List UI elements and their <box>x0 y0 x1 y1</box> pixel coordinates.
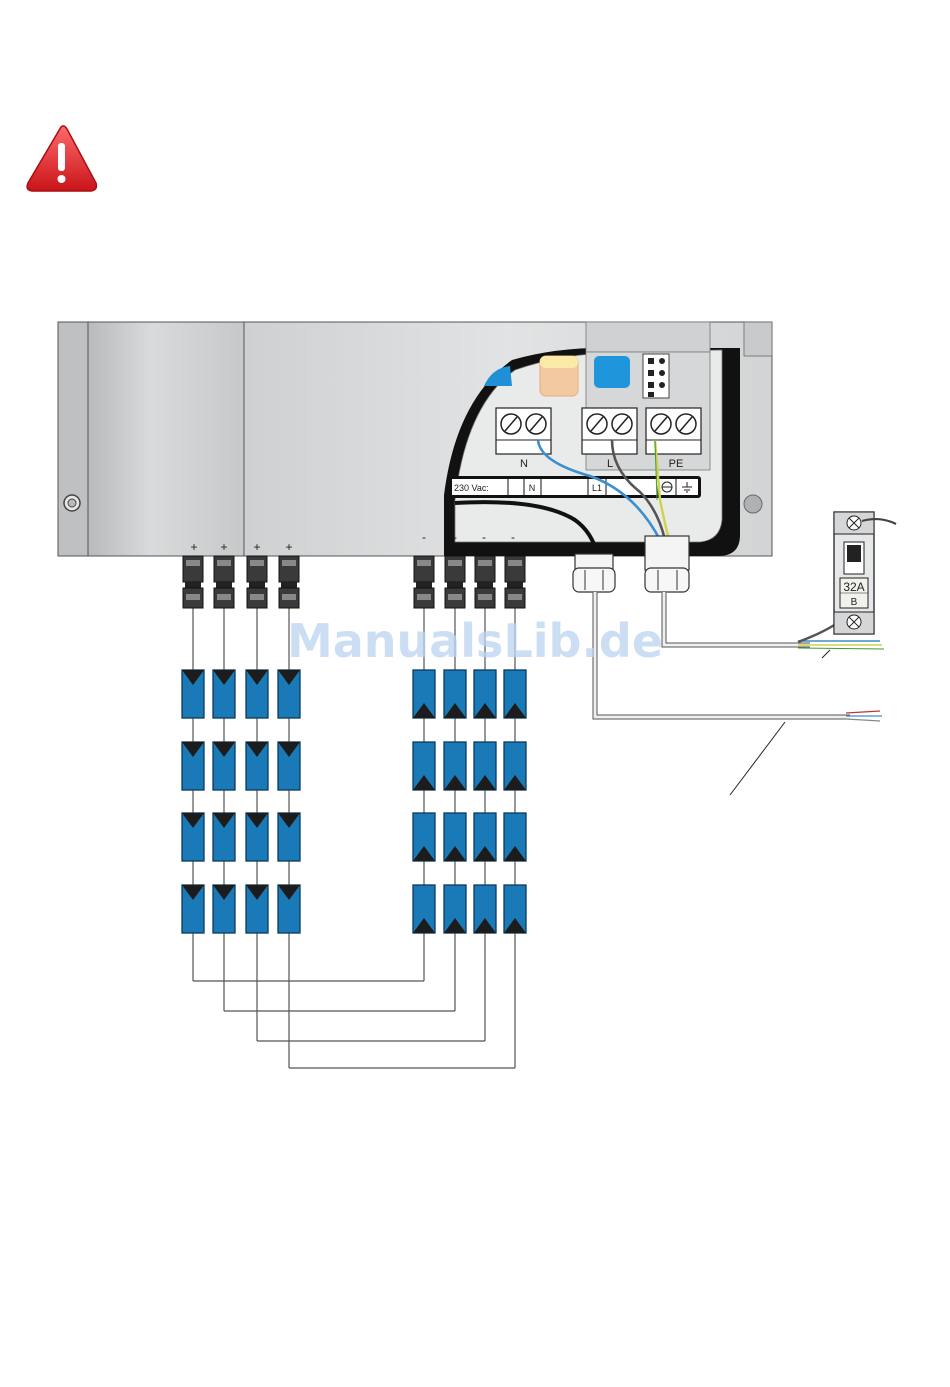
minus-3-connector <box>475 556 495 582</box>
polarity-plus-4: + <box>285 540 292 554</box>
plus-1-connector-band <box>186 560 200 566</box>
plus-4-connector-mid <box>281 582 297 588</box>
breaker-curve: B <box>851 597 858 608</box>
warning-triangle-icon <box>27 126 96 191</box>
minus-4-connector-band <box>508 560 522 566</box>
plus-2-connector <box>214 556 234 582</box>
minus-4-connector <box>505 556 525 582</box>
cable-gland-2 <box>645 536 689 592</box>
plus-3-connector-lower-band <box>250 594 264 600</box>
terminal-block-n <box>496 408 551 454</box>
minus-4-connector-mid <box>507 582 523 588</box>
minus-3-connector-band <box>478 560 492 566</box>
plus-1-connector-mid <box>185 582 201 588</box>
strip-label-n: N <box>529 483 536 493</box>
polarity-minus-3: - <box>482 530 486 544</box>
minus-2-connector-mid <box>447 582 463 588</box>
terminal-label-l: L <box>607 458 613 470</box>
terminal-label-pe: PE <box>669 458 684 470</box>
plus-2-connector-mid <box>216 582 232 588</box>
watermark: ManualsLib.de <box>287 614 663 668</box>
plus-1-connector <box>183 556 203 582</box>
cable-gland-1 <box>573 554 615 592</box>
plus-3-connector-band <box>250 560 264 566</box>
plus-3-connector-mid <box>249 582 265 588</box>
minus-1-connector-band <box>417 560 431 566</box>
minus-4-connector-lower-band <box>508 594 522 600</box>
minus-1-connector <box>414 556 434 582</box>
minus-2-connector-band <box>448 560 462 566</box>
terminal-block-l <box>582 408 637 454</box>
strip-label-l1: L1 <box>592 483 602 493</box>
minus-2-connector-lower-band <box>448 594 462 600</box>
plus-2-connector-lower-band <box>217 594 231 600</box>
minus-3-connector-mid <box>477 582 493 588</box>
polarity-minus-2: - <box>453 530 457 544</box>
minus-2-connector <box>445 556 465 582</box>
minus-1-connector-lower-band <box>417 594 431 600</box>
polarity-minus-1: - <box>422 530 426 544</box>
polarity-plus-1: + <box>190 540 197 554</box>
strip-label-230vac: 230 Vac: <box>454 483 489 493</box>
plus-1-connector-lower-band <box>186 594 200 600</box>
polarity-plus-2: + <box>220 540 227 554</box>
plus-4-connector-band <box>282 560 296 566</box>
minus-3-connector-lower-band <box>478 594 492 600</box>
polarity-plus-3: + <box>253 540 260 554</box>
terminal-block-pe <box>646 408 701 454</box>
polarity-minus-4: - <box>511 530 515 544</box>
plus-4-connector-lower-band <box>282 594 296 600</box>
plus-2-connector-band <box>217 560 231 566</box>
plus-3-connector <box>247 556 267 582</box>
terminal-label-n: N <box>520 458 528 470</box>
plus-4-connector <box>279 556 299 582</box>
breaker-rating: 32A <box>843 580 864 594</box>
minus-1-connector-mid <box>416 582 432 588</box>
circuit-breaker <box>834 512 896 634</box>
